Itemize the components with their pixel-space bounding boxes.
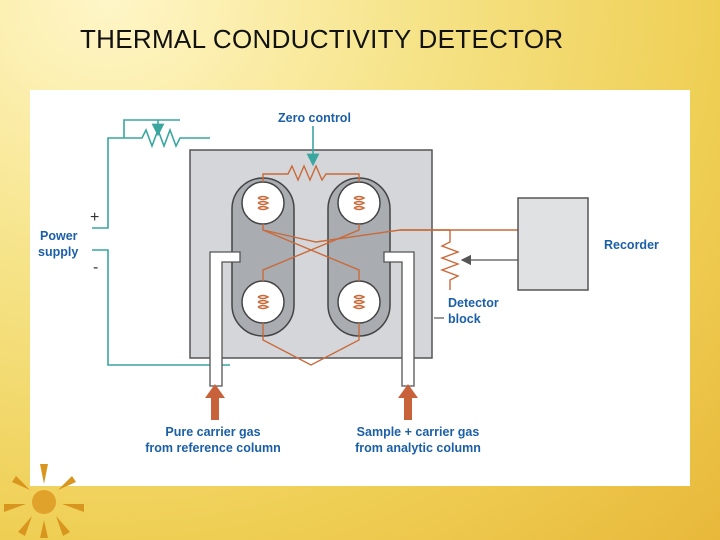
filament-cell-sample-top: [337, 181, 381, 225]
power-supply-label-2: supply: [38, 245, 78, 259]
sample-inlet-tube: [383, 251, 415, 387]
filament-cell-ref-bottom: [241, 280, 285, 324]
filament-cell-ref-top: [241, 181, 285, 225]
slide-title: THERMAL CONDUCTIVITY DETECTOR: [80, 24, 564, 54]
sample-gas-arrow: [398, 384, 418, 420]
bridge-wiring: [262, 164, 518, 366]
reference-gas-label-1: Pure carrier gas: [165, 425, 260, 439]
power-supply-wiring: [92, 119, 230, 366]
diagram-panel: Zero control + Power supply - Recorder D…: [30, 90, 690, 486]
detector-block-label-2: block: [448, 312, 481, 326]
reference-gas-label-2: from reference column: [145, 441, 280, 455]
sun-logo-icon: [4, 464, 84, 538]
reference-inlet-tube: [209, 251, 241, 387]
zero-control-potentiometer: [124, 120, 210, 149]
detector-block-label-1: Detector: [448, 296, 499, 310]
reference-gas-arrow: [205, 384, 225, 420]
power-supply-label-1: Power: [40, 229, 78, 243]
plus-symbol: +: [90, 209, 99, 226]
recorder-box: [517, 197, 589, 291]
sample-gas-label-2: from analytic column: [355, 441, 481, 455]
zero-control-label: Zero control: [278, 111, 351, 125]
tcd-diagram: Zero control + Power supply - Recorder D…: [38, 111, 659, 455]
detector-resistor: [440, 230, 460, 290]
sample-gas-label-1: Sample + carrier gas: [357, 425, 480, 439]
filament-cell-sample-bottom: [337, 280, 381, 324]
minus-symbol: -: [93, 259, 98, 276]
recorder-label: Recorder: [604, 238, 659, 252]
